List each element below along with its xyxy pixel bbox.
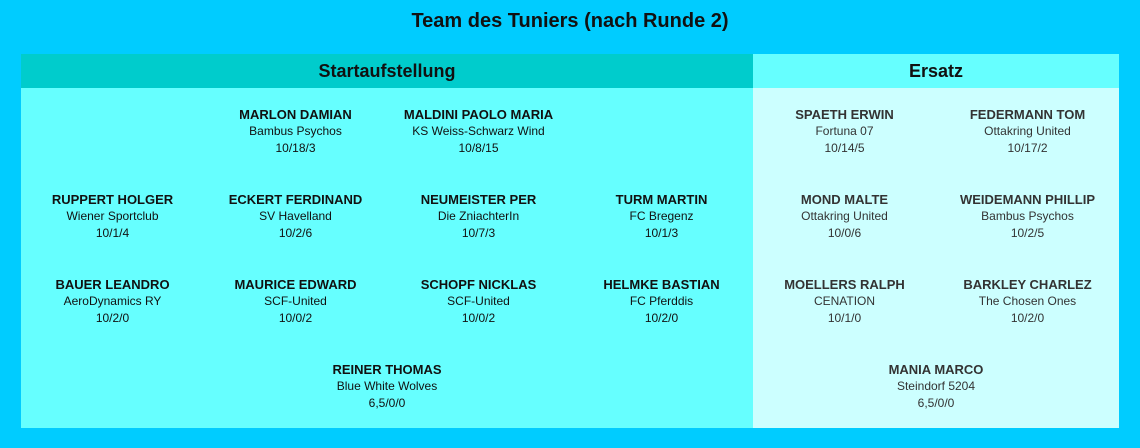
- player-card: TURM MARTIN FC Bregenz 10/1/3: [570, 191, 753, 242]
- player-name: MALDINI PAOLO MARIA: [403, 107, 554, 122]
- player-score: 10/1/0: [827, 311, 862, 325]
- player-name: MOND MALTE: [800, 192, 889, 207]
- player-card: BAUER LEANDRO AeroDynamics RY 10/2/0: [21, 276, 204, 327]
- player-club: Bambus Psychos: [249, 124, 342, 138]
- player-score: 6,5/0/0: [368, 396, 406, 410]
- player-score: 10/17/2: [1007, 141, 1048, 155]
- player-name: BARKLEY CHARLEZ: [963, 277, 1092, 292]
- player-card: HELMKE BASTIAN FC Pferddis 10/2/0: [570, 276, 753, 327]
- player-name: MOELLERS RALPH: [784, 277, 905, 292]
- player-score: 10/0/6: [827, 226, 862, 240]
- player-club: SCF-United: [447, 294, 510, 308]
- player-score: 10/1/3: [644, 226, 679, 240]
- player-score: 10/0/2: [278, 311, 313, 325]
- player-name: BAUER LEANDRO: [55, 277, 170, 292]
- player-name: RUPPERT HOLGER: [51, 192, 174, 207]
- player-card: SPAETH ERWIN Fortuna 07 10/14/5: [753, 106, 936, 157]
- player-name: WEIDEMANN PHILLIP: [959, 192, 1096, 207]
- player-card: ECKERT FERDINAND SV Havelland 10/2/6: [204, 191, 387, 242]
- player-score: 10/18/3: [275, 141, 316, 155]
- substitutes-header: Ersatz: [753, 54, 1119, 88]
- page-title: Team des Tuniers (nach Runde 2): [411, 10, 729, 32]
- player-score: 10/2/0: [644, 311, 679, 325]
- player-club: Wiener Sportclub: [66, 209, 159, 223]
- player-score: 10/1/4: [95, 226, 130, 240]
- player-club: Ottakring United: [801, 209, 888, 223]
- player-card: MOND MALTE Ottakring United 10/0/6: [753, 191, 936, 242]
- player-club: Bambus Psychos: [981, 209, 1074, 223]
- player-club: FC Pferddis: [629, 294, 694, 308]
- player-club: SV Havelland: [259, 209, 332, 223]
- player-club: Fortuna 07: [815, 124, 874, 138]
- player-club: Die ZniachterIn: [437, 209, 520, 223]
- player-score: 10/14/5: [824, 141, 865, 155]
- player-score: 6,5/0/0: [917, 396, 955, 410]
- player-name: REINER THOMAS: [332, 362, 442, 377]
- player-score: 10/2/5: [1010, 226, 1045, 240]
- player-name: FEDERMANN TOM: [969, 107, 1086, 122]
- player-score: 10/2/6: [278, 226, 313, 240]
- player-score: 10/0/2: [461, 311, 496, 325]
- player-name: MANIA MARCO: [888, 362, 984, 377]
- player-name: TURM MARTIN: [615, 192, 708, 207]
- player-club: FC Bregenz: [629, 209, 694, 223]
- player-score: 10/8/15: [458, 141, 499, 155]
- player-name: HELMKE BASTIAN: [603, 277, 720, 292]
- player-card: FEDERMANN TOM Ottakring United 10/17/2: [936, 106, 1119, 157]
- player-card: MAURICE EDWARD SCF-United 10/0/2: [204, 276, 387, 327]
- player-name: NEUMEISTER PER: [420, 192, 537, 207]
- player-name: ECKERT FERDINAND: [228, 192, 363, 207]
- player-score: 10/2/0: [1010, 311, 1045, 325]
- player-card: MOELLERS RALPH CENATION 10/1/0: [753, 276, 936, 327]
- player-card: REINER THOMAS Blue White Wolves 6,5/0/0: [204, 361, 570, 412]
- player-name: SCHOPF NICKLAS: [420, 277, 537, 292]
- player-card: WEIDEMANN PHILLIP Bambus Psychos 10/2/5: [936, 191, 1119, 242]
- player-club: Ottakring United: [984, 124, 1071, 138]
- player-score: 10/2/0: [95, 311, 130, 325]
- player-card: MARLON DAMIAN Bambus Psychos 10/18/3: [204, 106, 387, 157]
- substitutes-panel: Ersatz SPAETH ERWIN Fortuna 07 10/14/5 F…: [753, 54, 1119, 428]
- player-club: CENATION: [813, 294, 876, 308]
- player-club: Blue White Wolves: [336, 379, 438, 393]
- player-name: MARLON DAMIAN: [239, 107, 352, 122]
- player-club: Steindorf 5204: [896, 379, 976, 393]
- player-club: SCF-United: [264, 294, 327, 308]
- player-card: BARKLEY CHARLEZ The Chosen Ones 10/2/0: [936, 276, 1119, 327]
- player-name: MAURICE EDWARD: [234, 277, 357, 292]
- player-club: AeroDynamics RY: [63, 294, 162, 308]
- player-club: KS Weiss-Schwarz Wind: [412, 124, 545, 138]
- player-card: MANIA MARCO Steindorf 5204 6,5/0/0: [753, 361, 1119, 412]
- player-card: SCHOPF NICKLAS SCF-United 10/0/2: [387, 276, 570, 327]
- player-score: 10/7/3: [461, 226, 496, 240]
- player-card: MALDINI PAOLO MARIA KS Weiss-Schwarz Win…: [387, 106, 570, 157]
- starting-lineup-header: Startaufstellung: [21, 54, 753, 88]
- player-card: RUPPERT HOLGER Wiener Sportclub 10/1/4: [21, 191, 204, 242]
- player-name: SPAETH ERWIN: [795, 107, 894, 122]
- player-card: NEUMEISTER PER Die ZniachterIn 10/7/3: [387, 191, 570, 242]
- player-club: The Chosen Ones: [978, 294, 1077, 308]
- starting-lineup-panel: Startaufstellung MARLON DAMIAN Bambus Ps…: [21, 54, 753, 428]
